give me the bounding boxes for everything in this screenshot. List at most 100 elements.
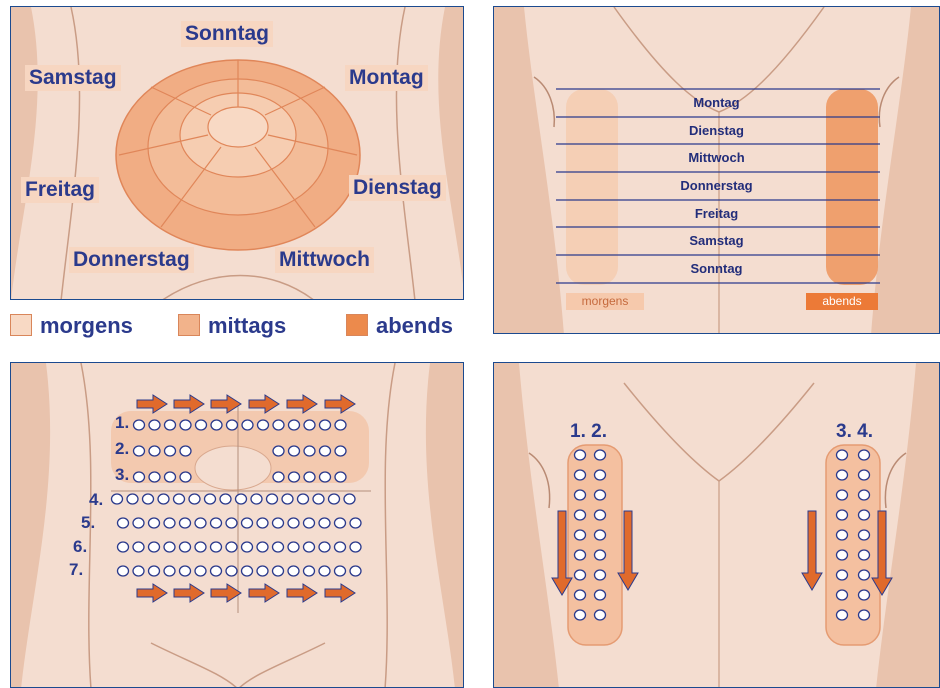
injection-site-dot	[180, 566, 191, 576]
right-arrow-icon	[325, 584, 355, 602]
injection-site-dot	[837, 450, 848, 460]
injection-site-dot	[267, 494, 278, 504]
injection-site-dot	[149, 420, 160, 430]
injection-site-dot	[335, 446, 346, 456]
injection-site-dot	[304, 472, 315, 482]
injection-site-dot	[329, 494, 340, 504]
injection-site-dot	[859, 470, 870, 480]
injection-site-dot	[211, 420, 222, 430]
injection-site-dot	[304, 420, 315, 430]
injection-site-dot	[319, 542, 330, 552]
injection-site-dot	[133, 566, 144, 576]
injection-site-dot	[164, 566, 175, 576]
right-arrow-icon	[287, 395, 317, 413]
right-arrow-icon	[137, 584, 167, 602]
injection-site-dot	[335, 472, 346, 482]
injection-site-dot	[304, 542, 315, 552]
injection-site-dot	[251, 494, 262, 504]
injection-site-dot	[575, 510, 586, 520]
injection-site-dot	[298, 494, 309, 504]
injection-site-dot	[304, 446, 315, 456]
legend-label-morgens: morgens	[40, 312, 133, 340]
injection-site-dot	[273, 472, 284, 482]
injection-site-dot	[304, 518, 315, 528]
right-arrow-icon	[174, 395, 204, 413]
injection-site-dot	[195, 566, 206, 576]
injection-site-dot	[289, 472, 300, 482]
legend-label-abends: abends	[376, 312, 453, 340]
injection-site-dot	[118, 542, 129, 552]
injection-site-dot	[344, 494, 355, 504]
injection-site-dot	[837, 470, 848, 480]
injection-site-dot	[180, 420, 191, 430]
day-label-sonntag: Sonntag	[181, 21, 273, 47]
time-of-day-legend: morgens mittags abends	[10, 312, 464, 340]
abdomen-weekday-panel: Sonntag Montag Dienstag Mittwoch Donners…	[10, 6, 464, 300]
injection-site-dot	[211, 542, 222, 552]
right-arrow-icon	[174, 584, 204, 602]
injection-site-dot	[180, 446, 191, 456]
injection-site-dot	[595, 530, 606, 540]
right-arrow-icon	[249, 395, 279, 413]
thigh-day-mittwoch: Mittwoch	[494, 150, 939, 165]
injection-site-dot	[335, 420, 346, 430]
injection-site-dot	[350, 566, 361, 576]
injection-site-dot	[143, 494, 154, 504]
injection-site-dot	[165, 446, 176, 456]
thigh-tag-morgens: morgens	[566, 293, 644, 310]
injection-site-dot	[211, 566, 222, 576]
injection-site-dot	[242, 542, 253, 552]
thigh-left-label: 1. 2.	[570, 421, 607, 443]
injection-site-dot	[335, 542, 346, 552]
injection-site-dot	[174, 494, 185, 504]
day-label-mittwoch: Mittwoch	[275, 247, 374, 273]
injection-site-dot	[134, 472, 145, 482]
injection-site-dot	[859, 550, 870, 560]
injection-site-dot	[180, 472, 191, 482]
injection-site-dot	[837, 550, 848, 560]
injection-site-dot	[859, 490, 870, 500]
thigh-tag-abends: abends	[806, 293, 878, 310]
injection-site-dot	[575, 550, 586, 560]
injection-site-dot	[257, 518, 268, 528]
injection-site-dot	[149, 542, 160, 552]
injection-site-dot	[575, 570, 586, 580]
injection-site-dot	[257, 566, 268, 576]
day-label-dienstag: Dienstag	[349, 175, 446, 201]
injection-site-dot	[220, 494, 231, 504]
injection-site-dot	[226, 518, 237, 528]
injection-site-dot	[273, 446, 284, 456]
injection-site-dot	[236, 494, 247, 504]
injection-site-dot	[134, 446, 145, 456]
right-arrow-icon	[211, 395, 241, 413]
injection-site-dot	[859, 570, 870, 580]
injection-site-dot	[189, 494, 200, 504]
injection-site-dot	[288, 566, 299, 576]
injection-site-dot	[242, 566, 253, 576]
legend-swatch-abends	[346, 314, 368, 336]
injection-site-dot	[273, 420, 284, 430]
right-arrow-icon	[211, 584, 241, 602]
injection-site-dot	[127, 494, 138, 504]
injection-site-dot	[273, 518, 284, 528]
thigh-grid-illustration	[494, 363, 940, 688]
row-number-1: 1.	[115, 413, 129, 433]
thigh-day-sonntag: Sonntag	[494, 261, 939, 276]
injection-site-dot	[118, 518, 129, 528]
right-arrow-icon	[325, 395, 355, 413]
injection-site-dot	[837, 530, 848, 540]
injection-site-dot	[149, 518, 160, 528]
injection-site-dot	[350, 542, 361, 552]
row-number-2: 2.	[115, 439, 129, 459]
thigh-right-label: 3. 4.	[836, 421, 873, 443]
row-number-3: 3.	[115, 465, 129, 485]
injection-site-dot	[158, 494, 169, 504]
injection-site-dot	[180, 542, 191, 552]
injection-site-dot	[133, 518, 144, 528]
injection-site-dot	[133, 542, 144, 552]
injection-site-dot	[196, 420, 207, 430]
right-arrow-icon	[249, 584, 279, 602]
legend-swatch-mittags	[178, 314, 200, 336]
injection-site-dot	[273, 566, 284, 576]
injection-site-dot	[335, 566, 346, 576]
